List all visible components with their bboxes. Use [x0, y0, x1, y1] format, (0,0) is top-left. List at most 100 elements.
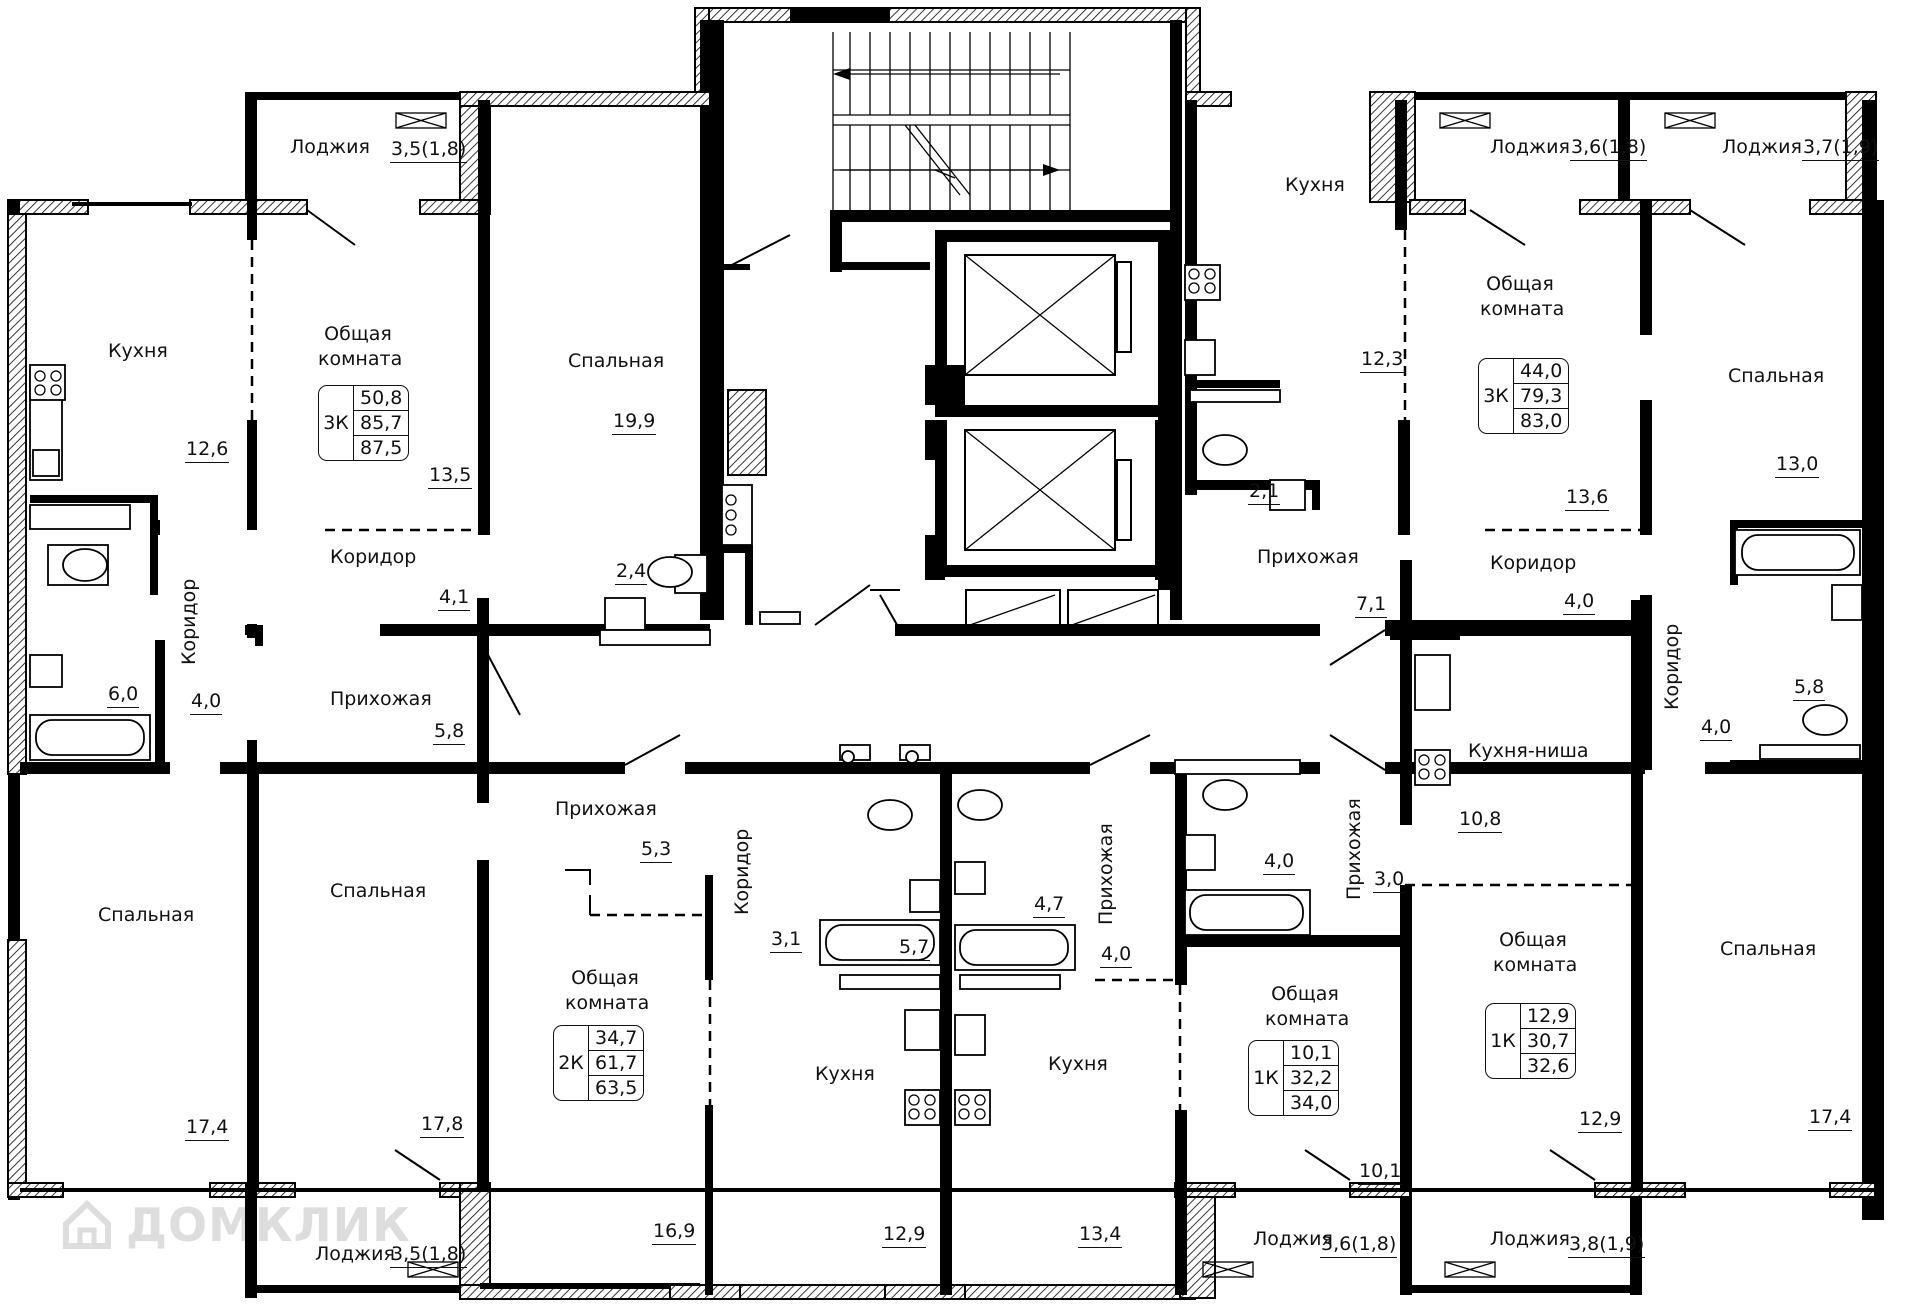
room-area: 4,0: [190, 690, 223, 715]
apartment-living-area: 50,8: [353, 386, 409, 411]
apartment-total-with-loggia: 34,0: [1283, 1091, 1338, 1115]
apartment-type: 2К: [558, 1052, 584, 1074]
apartment-info-box: 3К 50,8 85,7 87,5: [318, 385, 410, 461]
room-area: 3,0: [1373, 868, 1406, 893]
watermark: ДОМКЛИК: [60, 1198, 411, 1252]
apartment-total-area: 30,7: [1520, 1029, 1576, 1054]
room-area: 12,9: [1578, 1108, 1623, 1133]
room-name: Кухня: [815, 1063, 875, 1085]
apartment-type: 1К: [1253, 1067, 1279, 1089]
bathroom-area: 6,0: [107, 683, 140, 708]
room-name: Коридор: [178, 578, 200, 665]
room-name: Прихожая: [1095, 823, 1117, 925]
room-name: Спальная: [330, 880, 427, 902]
room-area: 3,5(1,8): [390, 1243, 468, 1268]
apartment-info-box: 1К 10,1 32,2 34,0: [1248, 1040, 1340, 1116]
windows: [395, 112, 1716, 1278]
apartment-total-with-loggia: 87,5: [353, 436, 408, 460]
room-area: 3,6(1,8): [1320, 1233, 1398, 1258]
room-name: Коридор: [731, 828, 753, 915]
room-name: Коридор: [330, 546, 417, 568]
apartment-total-with-loggia: 63,5: [588, 1076, 643, 1100]
room-name: Кухня: [108, 340, 168, 362]
room-name: Коридор: [1661, 623, 1683, 710]
room-area: 3,8(1,9): [1568, 1233, 1646, 1258]
room-area: 13,0: [1775, 453, 1820, 478]
ventilation-shaft-icon: [247, 630, 591, 915]
room-name: Прихожая: [330, 688, 432, 710]
room-name: Общая комната: [1480, 273, 1565, 321]
apartment-living-area: 44,0: [1513, 359, 1569, 384]
room-name: Кухня: [1285, 174, 1345, 196]
room-area: 16,9: [652, 1220, 697, 1245]
room-area: 5,8: [433, 720, 466, 745]
room-name: Спальная: [1720, 938, 1817, 960]
room-area: 5,3: [640, 838, 673, 863]
apartment-type: 1К: [1490, 1030, 1516, 1052]
room-area: 12,6: [185, 438, 230, 463]
room-name: Коридор: [1490, 552, 1577, 574]
watermark-text: ДОМКЛИК: [126, 1198, 411, 1252]
room-name: Лоджия: [1253, 1228, 1333, 1250]
bathroom-area: 4,7: [1033, 893, 1066, 918]
room-area: 10,1: [1358, 1160, 1403, 1185]
doors: [306, 209, 1746, 1181]
room-area: 13,5: [428, 464, 473, 489]
room-name: Общая комната: [318, 323, 403, 371]
room-name: Прихожая: [555, 798, 657, 820]
room-area: 4,0: [1100, 943, 1133, 968]
openings: [250, 230, 1645, 1110]
apartment-info-box: 3К 44,0 79,3 83,0: [1478, 358, 1570, 434]
room-name: Кухня: [1048, 1053, 1108, 1075]
apartment-info-box: 1К 12,9 30,7 32,6: [1485, 1003, 1577, 1079]
room-name: Лоджия: [1490, 136, 1570, 158]
room-name: Лоджия: [1722, 136, 1802, 158]
room-name: Общая комната: [565, 967, 650, 1015]
room-area: 13,6: [1565, 486, 1610, 511]
room-name: Спальная: [98, 904, 195, 926]
bathroom-area: 5,8: [1793, 676, 1826, 701]
apartment-type: 3К: [1483, 385, 1509, 407]
room-area: 3,1: [770, 928, 803, 953]
room-name: Лоджия: [1490, 1228, 1570, 1250]
apartment-total-area: 79,3: [1513, 384, 1569, 409]
room-name: Общая комната: [1265, 983, 1350, 1031]
room-name: Кухня-ниша: [1468, 740, 1589, 762]
apartment-total-with-loggia: 83,0: [1513, 409, 1568, 433]
room-name: Спальная: [568, 350, 665, 372]
room-area: 10,8: [1458, 808, 1503, 833]
bathroom-area: 4,0: [1263, 850, 1296, 875]
room-area: 3,5(1,8): [390, 138, 468, 163]
bathroom-area: 2,4: [615, 560, 648, 585]
room-area: 4,1: [438, 586, 471, 611]
room-area: 3,6(1,8): [1570, 136, 1648, 161]
bathroom-area: 2,1: [1248, 480, 1281, 505]
room-area: 17,4: [1808, 1106, 1853, 1131]
room-area: 3,7(1,9): [1802, 136, 1880, 161]
apartment-info-box: 2К 34,7 61,7 63,5: [553, 1025, 645, 1101]
apartment-total-area: 61,7: [588, 1051, 644, 1076]
room-area: 12,3: [1360, 348, 1405, 373]
apartment-living-area: 12,9: [1520, 1004, 1576, 1029]
apartment-living-area: 10,1: [1283, 1041, 1339, 1066]
room-name: Прихожая: [1257, 546, 1359, 568]
room-name: Спальная: [1728, 365, 1825, 387]
apartment-total-area: 32,2: [1283, 1066, 1339, 1091]
stair-core: [712, 20, 1170, 629]
room-name: Прихожая: [1343, 798, 1365, 900]
room-area: 12,9: [882, 1223, 927, 1248]
apartment-total-area: 85,7: [353, 411, 409, 436]
house-logo-icon: [63, 1199, 111, 1249]
room-area: 17,4: [185, 1116, 230, 1141]
room-name: Лоджия: [315, 1243, 395, 1265]
bathroom-area: 5,7: [898, 936, 931, 961]
room-area: 19,9: [612, 410, 657, 435]
room-name: Общая комната: [1493, 929, 1578, 977]
apartment-type: 3К: [323, 412, 349, 434]
apartment-living-area: 34,7: [588, 1026, 644, 1051]
room-area: 4,0: [1700, 716, 1733, 741]
room-name: Лоджия: [290, 136, 370, 158]
room-area: 17,8: [420, 1113, 465, 1138]
room-area: 4,0: [1563, 590, 1596, 615]
